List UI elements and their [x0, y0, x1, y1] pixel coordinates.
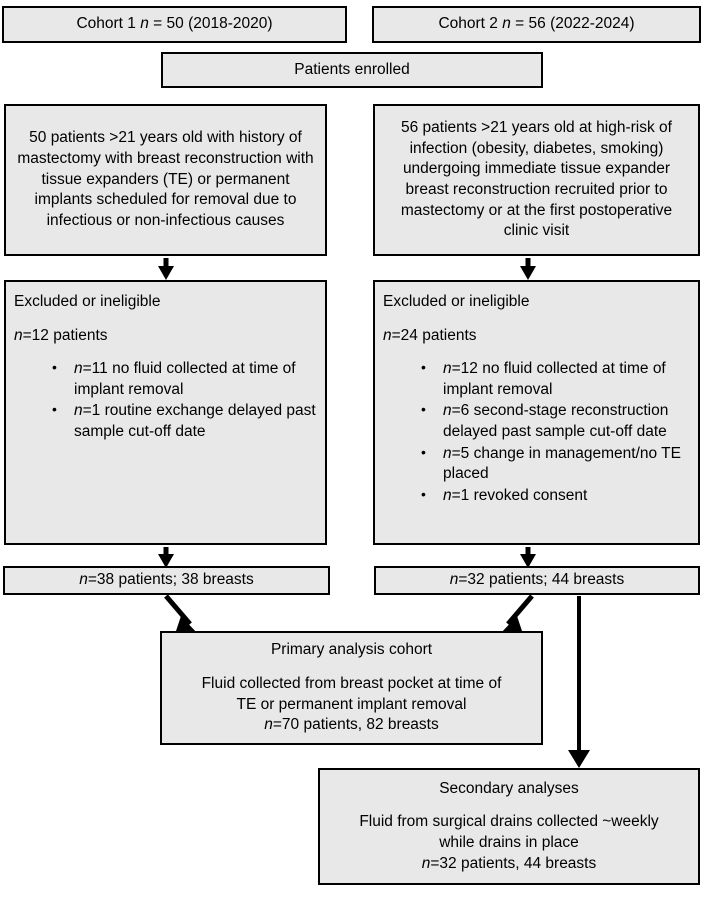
result1-text: n=38 patients; 38 breasts: [5, 568, 328, 593]
arrow-cohort1-to-excluded1: [158, 258, 174, 280]
arrow-excluded1-to-result1: [158, 547, 174, 568]
bullet-text: =11 no fluid collected at time of implan…: [74, 360, 296, 398]
secondary-analyses-line2: while drains in place: [439, 834, 579, 851]
excluded1-title: Excluded or ineligible: [14, 293, 161, 310]
patients-enrolled-text: Patients enrolled: [294, 60, 410, 78]
bullet-n-symbol: n: [74, 402, 83, 420]
primary-n-symbol: n: [264, 716, 273, 734]
primary-analysis-count: n=70 patients, 82 breasts: [170, 715, 533, 736]
spacer: [383, 346, 690, 359]
excluded2-box: Excluded or ineligible n=24 patients n=1…: [373, 280, 700, 545]
excluded1-box: Excluded or ineligible n=12 patients n=1…: [4, 280, 327, 545]
cohort1-description-text: 50 patients >21 years old with history o…: [17, 129, 314, 229]
list-item: n=12 no fluid collected at time of impla…: [419, 358, 690, 400]
cohort1-n-symbol: n: [140, 15, 149, 33]
spacer: [14, 313, 317, 326]
result2-box: n=32 patients; 44 breasts: [374, 566, 700, 595]
excluded2-content: Excluded or ineligible n=24 patients n=1…: [375, 282, 698, 511]
excluded1-bullet-list: n=11 no fluid collected at time of impla…: [14, 358, 317, 442]
secondary-analyses-title: Secondary analyses: [439, 779, 579, 797]
bullet-text: =1 routine exchange delayed past sample …: [74, 402, 316, 441]
bullet-text: =5 change in management/no TE placed: [443, 444, 681, 483]
cohort1-header-box: Cohort 1 n = 50 (2018-2020): [2, 6, 347, 43]
arrow-result1-to-primary: [164, 594, 198, 634]
excluded1-count-text: =12 patients: [22, 326, 108, 344]
cohort2-value: = 56 (2022-2024): [510, 15, 635, 33]
cohort2-header-box: Cohort 2 n = 56 (2022-2024): [372, 6, 701, 43]
excluded2-bullet-list: n=12 no fluid collected at time of impla…: [383, 358, 690, 507]
spacer: [170, 661, 533, 674]
list-item: n=1 revoked consent: [419, 485, 690, 507]
cohort2-description-box: 56 patients >21 years old at high-risk o…: [373, 104, 700, 256]
secondary-analyses-count: n=32 patients, 44 breasts: [328, 854, 690, 875]
cohort1-value: = 50 (2018-2020): [148, 15, 273, 33]
patients-enrolled-box: Patients enrolled: [161, 52, 543, 88]
primary-analysis-title: Primary analysis cohort: [270, 641, 433, 659]
secondary-count-text: =32 patients, 44 breasts: [430, 854, 597, 872]
spacer: [14, 346, 317, 359]
bullet-text: =6 second-stage reconstruction delayed p…: [443, 402, 669, 441]
primary-analysis-line2: TE or permanent implant removal: [236, 695, 467, 713]
cohort1-description-box: 50 patients >21 years old with history o…: [4, 104, 327, 256]
result2-text: n=32 patients; 44 breasts: [376, 568, 698, 593]
bullet-n-symbol: n: [443, 402, 452, 420]
primary-analysis-content: Primary analysis cohort Fluid collected …: [162, 636, 541, 739]
bullet-n-symbol: n: [443, 486, 452, 504]
result1-n-symbol: n: [79, 571, 88, 589]
cohort2-label: Cohort 2: [438, 15, 503, 33]
list-item: n=1 routine exchange delayed past sample…: [50, 400, 317, 442]
secondary-n-symbol: n: [421, 854, 431, 872]
cohort2-description-text: 56 patients >21 years old at high-risk o…: [400, 119, 673, 240]
bullet-n-symbol: n: [443, 444, 452, 462]
cohort2-n-symbol: n: [502, 15, 511, 33]
secondary-analyses-content: Secondary analyses Fluid from surgical d…: [320, 775, 698, 878]
arrow-result2-to-secondary: [568, 596, 590, 768]
arrow-excluded2-to-result2: [520, 547, 536, 568]
arrow-result2-to-primary: [500, 594, 534, 634]
excluded2-title: Excluded or ineligible: [383, 293, 530, 310]
bullet-text: =12 no fluid collected at time of implan…: [443, 360, 666, 398]
excluded1-n-symbol: n: [14, 326, 23, 344]
bullet-n-symbol: n: [443, 360, 452, 378]
excluded1-content: Excluded or ineligible n=12 patients n=1…: [6, 282, 325, 448]
cohort1-header-text: Cohort 1 n = 50 (2018-2020): [4, 12, 345, 37]
result2-value: =32 patients; 44 breasts: [458, 571, 625, 589]
list-item: n=6 second-stage reconstruction delayed …: [419, 400, 690, 442]
result1-value: =38 patients; 38 breasts: [87, 571, 254, 589]
cohort2-header-text: Cohort 2 n = 56 (2022-2024): [374, 12, 699, 37]
excluded2-n-symbol: n: [383, 326, 392, 344]
secondary-analyses-box: Secondary analyses Fluid from surgical d…: [318, 768, 700, 885]
cohort1-label: Cohort 1: [76, 15, 141, 33]
result2-n-symbol: n: [449, 571, 459, 589]
list-item: n=11 no fluid collected at time of impla…: [50, 358, 317, 400]
primary-count-text: =70 patients, 82 breasts: [272, 716, 439, 734]
list-item: n=5 change in management/no TE placed: [419, 443, 690, 485]
result1-box: n=38 patients; 38 breasts: [3, 566, 330, 595]
excluded2-count: n=24 patients: [383, 326, 690, 347]
spacer: [328, 799, 690, 812]
arrow-cohort2-to-excluded2: [520, 258, 536, 280]
excluded1-count: n=12 patients: [14, 326, 317, 347]
bullet-n-symbol: n: [74, 360, 83, 378]
bullet-text: =1 revoked consent: [451, 486, 588, 504]
spacer: [383, 313, 690, 326]
excluded2-count-text: =24 patients: [391, 326, 477, 344]
primary-analysis-line1: Fluid collected from breast pocket at ti…: [201, 674, 502, 692]
secondary-analyses-line1: Fluid from surgical drains collected ~we…: [359, 813, 659, 831]
primary-analysis-box: Primary analysis cohort Fluid collected …: [160, 631, 543, 745]
